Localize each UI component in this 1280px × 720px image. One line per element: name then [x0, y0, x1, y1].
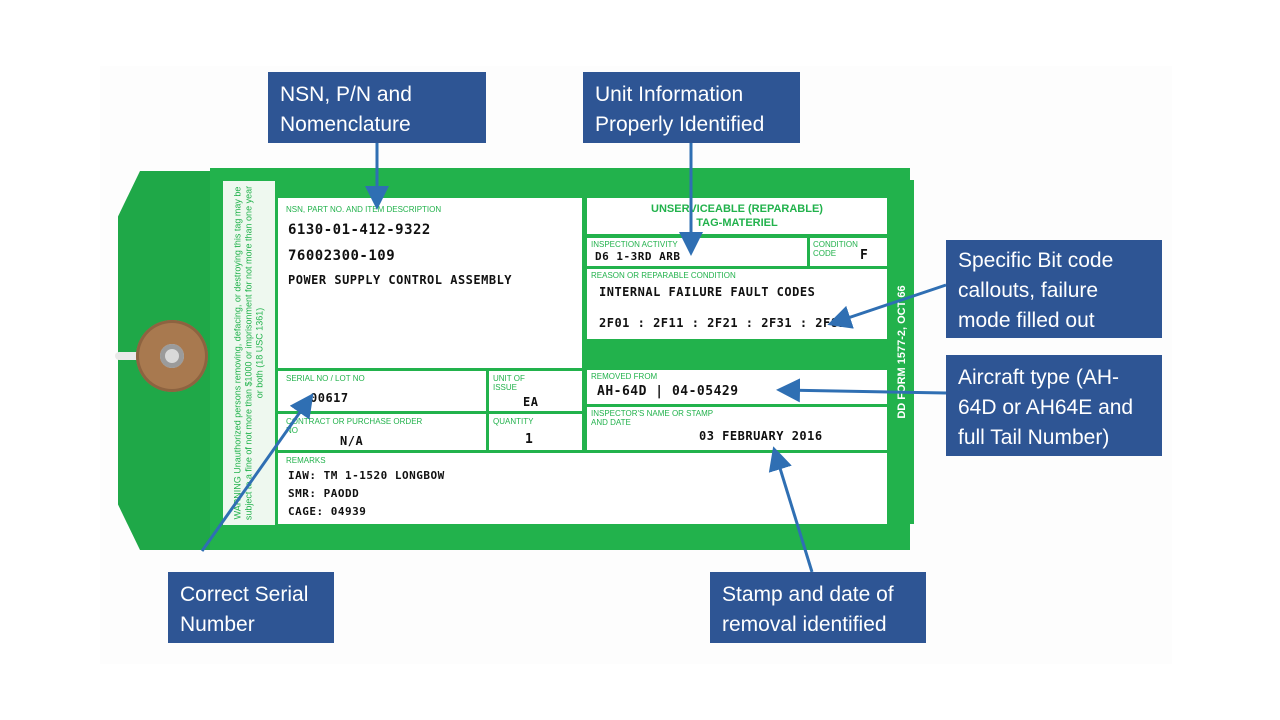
remarks-label: REMARKS [286, 456, 326, 465]
fault-codes-value: 2F01 : 2F11 : 2F21 : 2F31 : 2F81 [599, 316, 847, 330]
quantity-label: QUANTITY [493, 417, 534, 426]
form-number-strip: DD FORM 1577-2, OCT 66 [890, 180, 914, 524]
callout-serial-line2: Number [180, 613, 255, 636]
callout-nsn-line2: Nomenclature [280, 113, 411, 136]
aircraft-arrow [776, 378, 947, 403]
callout-bitcode: Specific Bit code callouts, failure mode… [946, 240, 1162, 338]
contract-label: CONTRACT OR PURCHASE ORDER NO [286, 417, 423, 435]
reason-value-line1: INTERNAL FAILURE FAULT CODES [599, 285, 816, 299]
quantity-field: QUANTITY 1 [489, 414, 582, 450]
callout-unit-line1: Unit Information [595, 83, 744, 106]
remarks-line2: SMR: PAODD [288, 487, 360, 500]
condition-code-field: CONDITION CODE F [810, 238, 887, 266]
callout-nsn: NSN, P/N and Nomenclature [268, 72, 486, 143]
callout-aircraft-line1: Aircraft type (AH- [958, 366, 1120, 389]
condition-code-label: CONDITION CODE [813, 240, 858, 258]
callout-serial: Correct Serial Number [168, 572, 334, 643]
callout-aircraft: Aircraft type (AH- 64D or AH64E and full… [946, 355, 1162, 456]
inspector-label: INSPECTOR'S NAME OR STAMP AND DATE [591, 409, 713, 427]
condition-code-value: F [860, 248, 869, 263]
removed-from-label: REMOVED FROM [591, 372, 658, 381]
inspection-activity-label: INSPECTION ACTIVITY [591, 240, 678, 249]
inspection-activity-value: D6 1-3RD ARB [595, 250, 681, 263]
stamp-arrow [768, 446, 814, 573]
removed-from-value: AH-64D | 04-05429 [597, 384, 739, 399]
bitcode-arrow [827, 283, 947, 329]
contract-field: CONTRACT OR PURCHASE ORDER NO N/A [278, 414, 486, 450]
contract-value: N/A [340, 434, 364, 448]
nsn-value: 6130-01-412-9322 [288, 222, 431, 238]
inspector-date-value: 03 FEBRUARY 2016 [699, 429, 823, 443]
tag-grommet-hole [160, 344, 184, 368]
quantity-value: 1 [525, 432, 534, 447]
tag-title-line2: TAG-MATERIEL [696, 217, 778, 229]
serial-label: SERIAL NO / LOT NO [286, 374, 365, 383]
callout-bitcode-line2: callouts, failure [958, 279, 1099, 302]
callout-stamp-line1: Stamp and date of [722, 583, 894, 606]
callout-unit: Unit Information Properly Identified [583, 72, 800, 143]
callout-stamp-line2: removal identified [722, 613, 887, 636]
nsn-field: NSN, PART NO. AND ITEM DESCRIPTION 6130-… [278, 198, 582, 368]
warning-strip: WARNING Unauthorized persons removing, d… [222, 180, 276, 526]
part-number-value: 76002300-109 [288, 248, 396, 264]
unit-of-issue-field: UNIT OF ISSUE EA [489, 371, 582, 411]
unit-of-issue-label: UNIT OF ISSUE [493, 374, 525, 392]
callout-stamp: Stamp and date of removal identified [710, 572, 926, 643]
nsn-label: NSN, PART NO. AND ITEM DESCRIPTION [286, 205, 442, 214]
callout-bitcode-line3: mode filled out [958, 309, 1095, 332]
callout-aircraft-line3: full Tail Number) [958, 426, 1110, 449]
removed-from-field: REMOVED FROM AH-64D | 04-05429 [587, 370, 887, 404]
serial-arrow [200, 393, 314, 552]
callout-aircraft-line2: 64D or AH64E and [958, 396, 1134, 419]
callout-unit-line2: Properly Identified [595, 113, 765, 136]
remarks-line3: CAGE: 04939 [288, 505, 367, 518]
unit-of-issue-value: EA [523, 395, 539, 409]
callout-bitcode-line1: Specific Bit code [958, 249, 1114, 272]
reason-label: REASON OR REPARABLE CONDITION [591, 271, 736, 280]
item-description-value: POWER SUPPLY CONTROL ASSEMBLY [288, 273, 513, 287]
remarks-line1: IAW: TM 1-1520 LONGBOW [288, 469, 445, 482]
tag-title-field: UNSERVICEABLE (REPARABLE) TAG-MATERIEL [587, 198, 887, 234]
callout-nsn-line1: NSN, P/N and [280, 83, 412, 106]
tag-title-line1: UNSERVICEABLE (REPARABLE) [651, 203, 823, 215]
inspector-field: INSPECTOR'S NAME OR STAMP AND DATE 03 FE… [587, 407, 887, 450]
callout-serial-line1: Correct Serial [180, 583, 309, 606]
serial-value: 00617 [310, 391, 349, 405]
